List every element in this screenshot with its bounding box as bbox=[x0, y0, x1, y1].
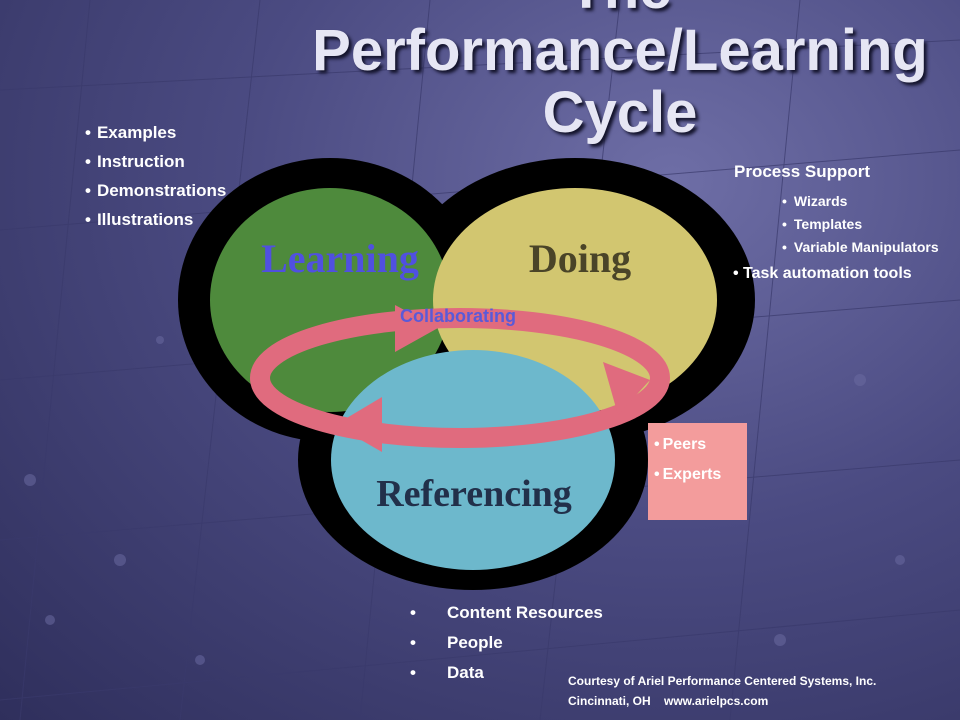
title-line-1: The bbox=[280, 0, 960, 20]
learning-list-item: Demonstrations bbox=[85, 176, 226, 205]
referencing-label: Referencing bbox=[376, 473, 572, 515]
slide-title: The Performance/Learning Cycle bbox=[280, 0, 960, 144]
learning-list-item: Illustrations bbox=[85, 205, 226, 234]
credit-line-1: Courtesy of Ariel Performance Centered S… bbox=[568, 674, 877, 688]
ring-arrow-top bbox=[395, 305, 438, 352]
collaborating-label: Collaborating bbox=[400, 306, 516, 326]
process-support-item: Templates bbox=[782, 213, 939, 236]
title-line-2: Performance/Learning bbox=[312, 18, 928, 83]
learning-list-item: Examples bbox=[85, 118, 226, 147]
collaborating-box: Peers Experts bbox=[648, 423, 747, 520]
learning-list: Examples Instruction Demonstrations Illu… bbox=[85, 118, 226, 234]
referencing-list: Content Resources People Data bbox=[410, 598, 603, 688]
ring-arrow-left bbox=[335, 397, 382, 452]
process-support-item: Wizards bbox=[782, 190, 939, 213]
collaborating-ring bbox=[250, 308, 670, 448]
credit-line-2: Cincinnati, OH www.arielpcs.com bbox=[568, 694, 769, 708]
referencing-list-item: People bbox=[410, 628, 603, 658]
doing-label: Doing bbox=[529, 236, 631, 281]
process-support-heading: Process Support bbox=[734, 162, 871, 181]
learning-label: Learning bbox=[261, 236, 419, 281]
learning-list-item: Instruction bbox=[85, 147, 226, 176]
collaborating-item: Experts bbox=[654, 460, 747, 490]
referencing-list-item: Data bbox=[410, 658, 603, 688]
referencing-circle bbox=[331, 350, 615, 570]
title-line-3: Cycle bbox=[542, 80, 698, 145]
task-automation-label: Task automation tools bbox=[733, 265, 912, 283]
ring-arrow-right bbox=[603, 362, 650, 415]
process-support-item: Variable Manipulators bbox=[782, 236, 939, 259]
process-support-list: Wizards Templates Variable Manipulators bbox=[782, 190, 939, 259]
collaborating-item: Peers bbox=[654, 430, 747, 460]
credit-text: Courtesy of Ariel Performance Centered S… bbox=[568, 671, 876, 711]
referencing-list-item: Content Resources bbox=[410, 598, 603, 628]
